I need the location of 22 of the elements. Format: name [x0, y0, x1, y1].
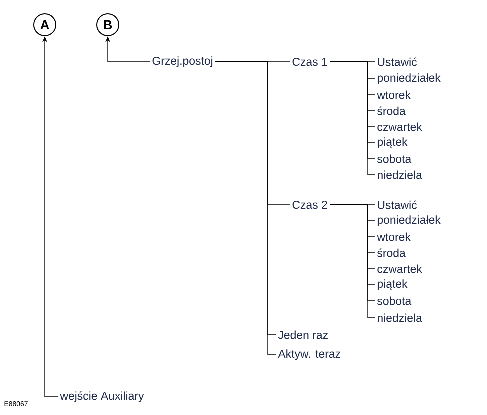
- menu-item: czwartek: [378, 122, 422, 132]
- menu-item: piątek: [378, 280, 408, 290]
- menu-item: Czas 1: [292, 58, 328, 66]
- menu-item: Grzej.postoj: [152, 56, 213, 68]
- menu-item: czwartek: [378, 264, 422, 274]
- menu-item: wtorek: [377, 90, 411, 100]
- menu-item: poniedziałek: [378, 74, 441, 84]
- menu-item: sobota: [378, 154, 412, 164]
- menu-item: środa: [378, 248, 406, 258]
- menu-item: wejście Auxiliary: [60, 392, 144, 402]
- menu-item: sobota: [378, 296, 412, 306]
- menu-item: Ustawić: [378, 58, 417, 66]
- menu-item: Czas 2: [292, 200, 328, 210]
- menu-item: niedziela: [378, 170, 422, 180]
- menu-item: poniedziałek: [378, 216, 441, 226]
- menu-item: piątek: [378, 138, 408, 148]
- menu-item: Jeden raz: [278, 330, 328, 340]
- menu-item: środa: [378, 106, 406, 116]
- menu-item: Ustawić: [378, 200, 417, 210]
- menu-item: Aktyw. teraz: [278, 350, 340, 360]
- menu-item: wtorek: [377, 232, 411, 242]
- menu-item: niedziela: [378, 314, 422, 322]
